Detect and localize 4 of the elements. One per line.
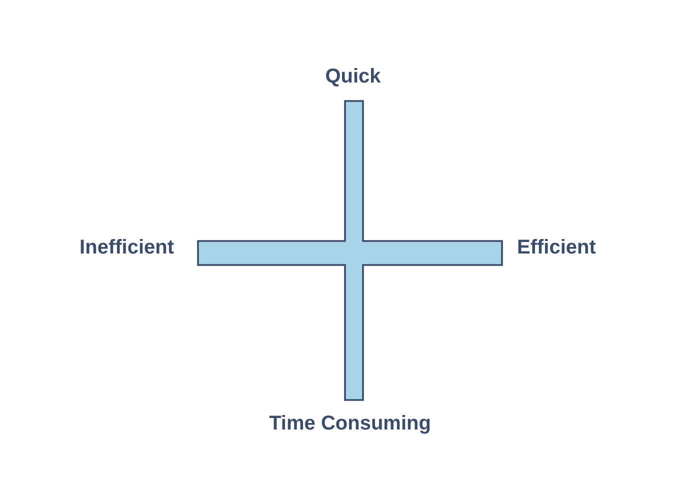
axis-label: Quick bbox=[325, 66, 381, 88]
axis-label: Time Consuming bbox=[269, 412, 431, 436]
axis-label: Inefficient bbox=[80, 236, 174, 260]
axis-label: Efficient bbox=[517, 236, 596, 260]
